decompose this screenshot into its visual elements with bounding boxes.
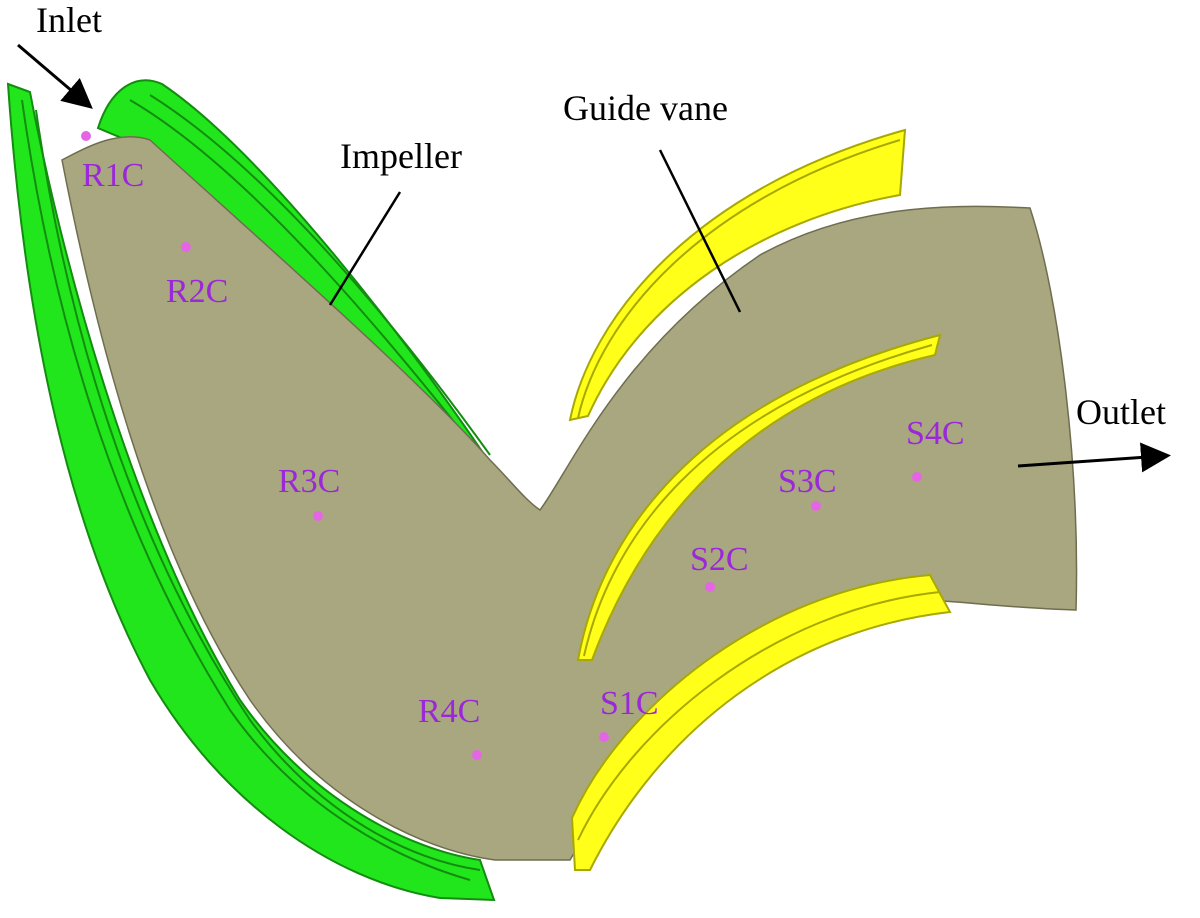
impeller-blade-edge-4 — [149, 94, 491, 456]
guide-vane-middle — [576, 333, 942, 661]
point-dot-r3c — [313, 511, 323, 521]
point-label-r1c: R1C — [82, 157, 144, 194]
impeller-blade-edge-3 — [129, 99, 487, 463]
inlet-label: Inlet — [36, 0, 102, 40]
impeller-blade-edge-1 — [21, 99, 471, 881]
point-label-r2c: R2C — [166, 273, 228, 310]
guide-vane-top-edge — [577, 139, 901, 419]
impeller-leader — [328, 191, 402, 306]
point-label-s3c: S3C — [778, 463, 837, 500]
flow-passage — [61, 136, 1078, 861]
impeller-label: Impeller — [340, 136, 462, 176]
guide-vane-bottom-edge — [577, 591, 941, 841]
point-dot-s1c — [599, 732, 609, 742]
guide-vane-top — [568, 128, 907, 422]
point-dot-s2c — [705, 582, 715, 592]
outlet-arrow — [1017, 442, 1171, 473]
point-dot-r2c — [181, 242, 191, 252]
guide-vane-bottom — [570, 573, 952, 871]
point-dot-s3c — [811, 501, 821, 511]
guide-vane-leader — [658, 149, 742, 313]
impeller-blade-edge-2 — [35, 109, 481, 871]
guide-vanes — [568, 128, 952, 871]
point-dot-s4c — [912, 472, 922, 482]
point-label-s1c: S1C — [600, 685, 659, 722]
monitoring-points: R1C R2C R3C R4C S1C S2C S3C S4C — [81, 131, 965, 760]
guide-vane-label: Guide vane — [563, 88, 728, 128]
guide-vane-middle-edge — [583, 344, 933, 657]
point-label-s4c: S4C — [906, 415, 965, 452]
point-label-s2c: S2C — [690, 541, 749, 578]
point-label-r3c: R3C — [278, 463, 340, 500]
inlet-arrow — [17, 43, 93, 109]
point-dot-r4c — [472, 750, 482, 760]
point-dot-r1c — [81, 131, 91, 141]
outlet-label: Outlet — [1076, 392, 1166, 432]
point-label-r4c: R4C — [418, 693, 480, 730]
